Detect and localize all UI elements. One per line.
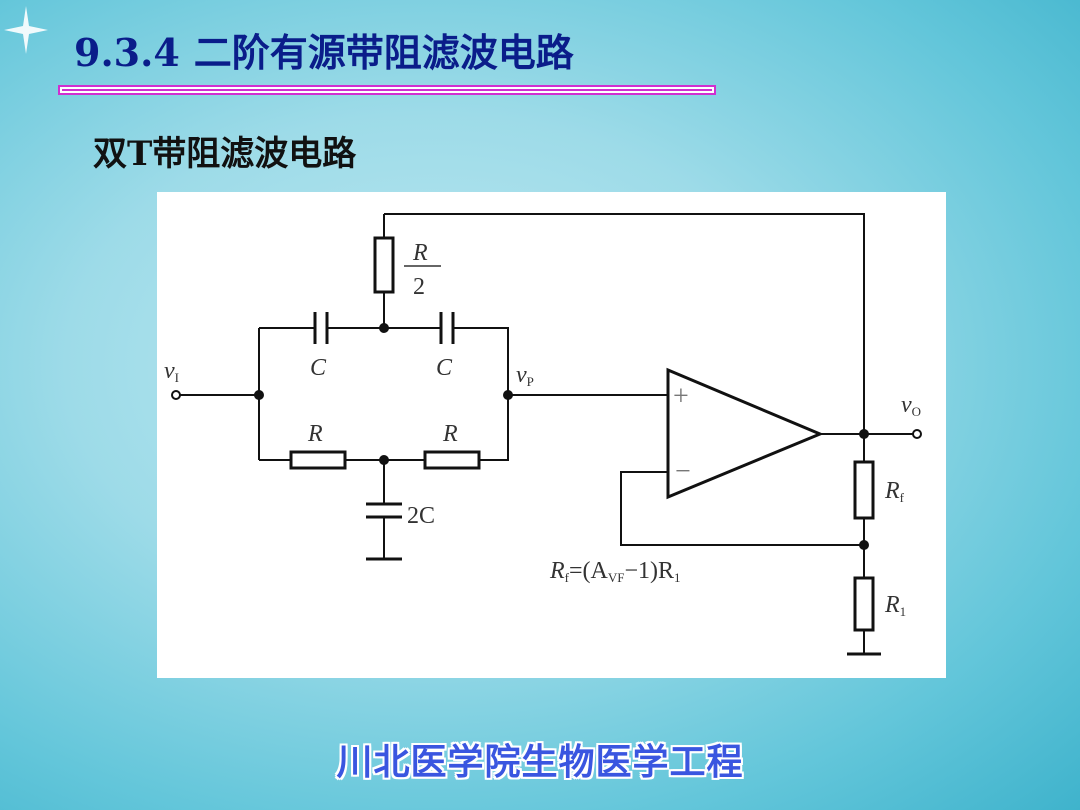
label-r-half-num: R — [412, 240, 428, 266]
section-number: 9.3.4 — [74, 30, 180, 75]
capacitor-2c — [366, 502, 402, 519]
label-res-right: R — [442, 421, 458, 447]
label-rf: Rf — [884, 478, 905, 505]
title-underline — [58, 85, 716, 95]
feedback-wire — [384, 213, 865, 434]
capacitor-c-left — [313, 312, 329, 344]
resistor-r1 — [853, 576, 875, 632]
capacitor-c-right — [439, 312, 455, 344]
resistor-r-right — [423, 450, 481, 470]
op-amp — [666, 367, 824, 500]
resistor-r-left — [289, 450, 347, 470]
label-cap-ground: 2C — [407, 503, 435, 529]
label-cap-left: C — [310, 355, 327, 381]
label-output: vO — [901, 392, 921, 419]
label-res-left: R — [307, 421, 323, 447]
page-title: 9.3.4 二阶有源带阻滤波电路 — [74, 22, 574, 77]
label-input: vI — [164, 358, 179, 385]
sparkle-decoration — [4, 6, 48, 54]
formula-rf: Rf=(AVF−1)R1 — [549, 558, 681, 585]
label-node-p: vP — [516, 362, 534, 389]
input-terminal — [171, 390, 181, 400]
section-title: 二阶有源带阻滤波电路 — [193, 31, 574, 75]
label-r-half-den: 2 — [413, 274, 425, 300]
label-r1: R1 — [884, 592, 906, 619]
resistor-rf — [853, 460, 875, 520]
label-cap-right: C — [436, 355, 453, 381]
label-minus: − — [675, 456, 691, 487]
footer-institution: 川北医学院生物医学工程 — [336, 742, 744, 783]
resistor-r-half — [373, 236, 395, 294]
subtitle: 双T带阻滤波电路 — [93, 134, 357, 174]
output-terminal — [912, 429, 922, 439]
label-plus: + — [673, 381, 689, 412]
circuit-diagram: R 2 C C R R 2C vI vP vO + − Rf R1 Rf=(AV… — [157, 192, 946, 678]
